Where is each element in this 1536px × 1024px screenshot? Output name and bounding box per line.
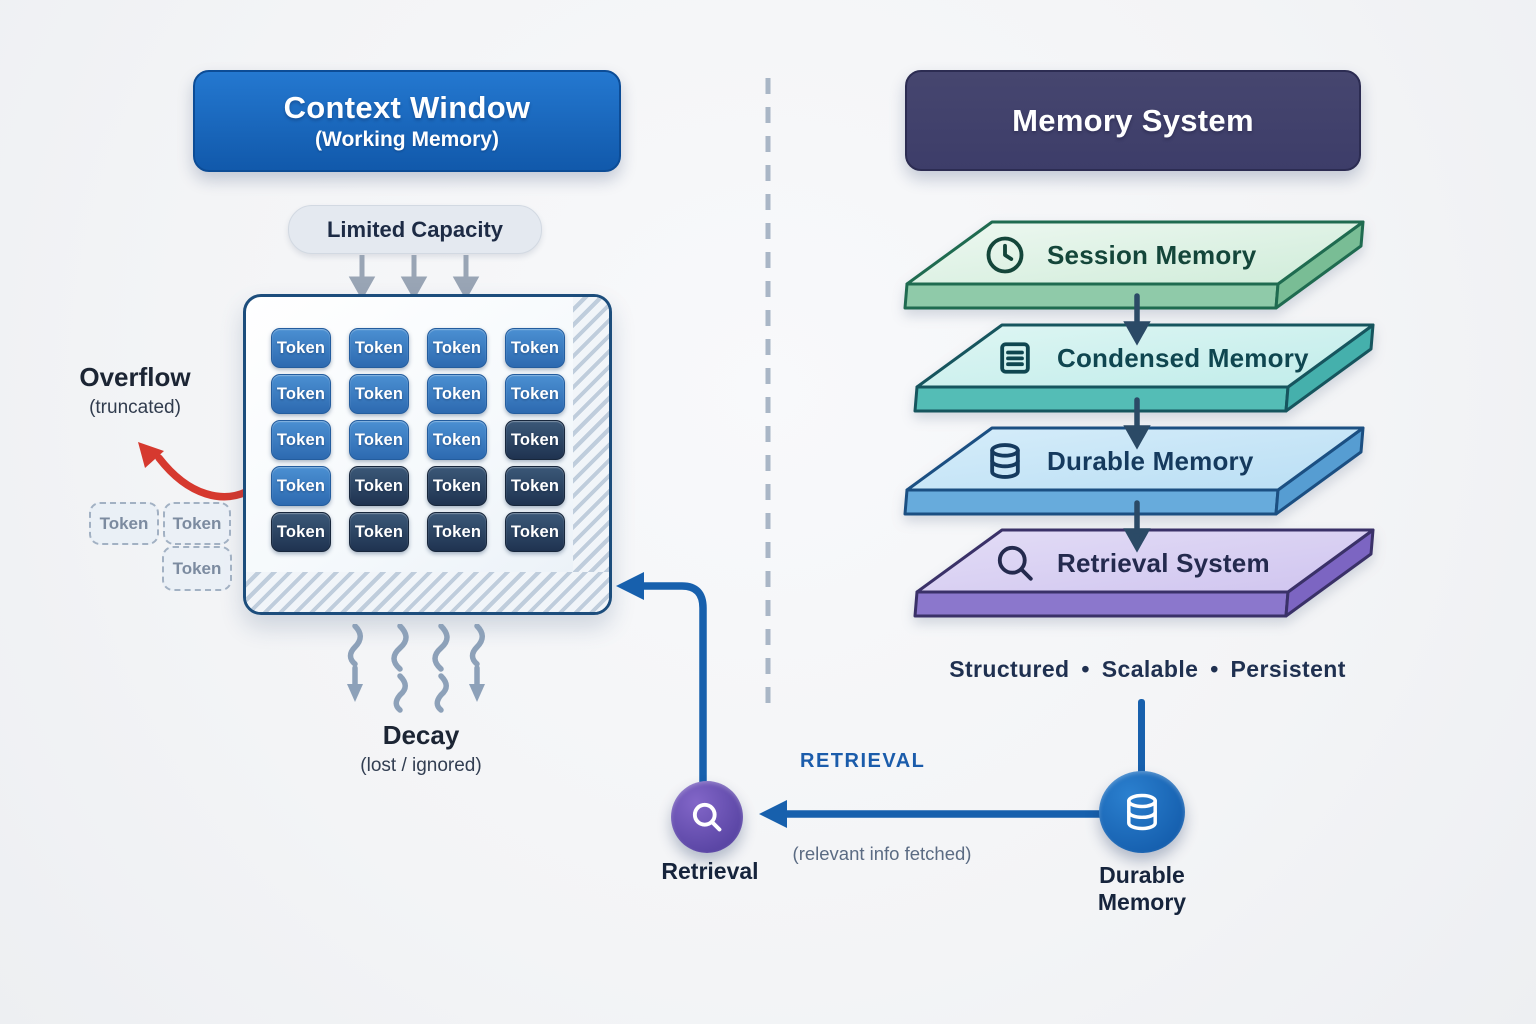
memory-system-header: Memory System xyxy=(905,70,1361,171)
fetched-note: (relevant info fetched) xyxy=(792,843,972,864)
overflow-arrow-icon xyxy=(138,442,250,501)
token-chip: Token xyxy=(505,420,565,460)
document-icon xyxy=(1000,342,1030,374)
clock-icon xyxy=(986,236,1024,274)
context-window-title: Context Window xyxy=(283,90,531,125)
layer-slab xyxy=(903,220,1365,310)
database-icon xyxy=(1127,793,1157,831)
search-icon xyxy=(692,802,722,832)
token-chip: Token xyxy=(349,374,409,414)
overflow-token: Token xyxy=(89,502,159,545)
token-chip: Token xyxy=(349,466,409,506)
layer-label: Session Memory xyxy=(1047,239,1257,270)
memory-system-title: Memory System xyxy=(1012,102,1254,138)
layer-label: Condensed Memory xyxy=(1057,342,1309,373)
layer-flow-arrows-icon xyxy=(1123,293,1151,553)
token-chip: Token xyxy=(427,420,487,460)
token-chip: Token xyxy=(271,374,331,414)
retrieval-node-label: Retrieval xyxy=(661,858,759,884)
token-chip: Token xyxy=(349,512,409,552)
decay-title: Decay xyxy=(382,720,460,750)
overflow-label: Overflow (truncated) xyxy=(55,362,215,419)
overflow-token: Token xyxy=(163,502,231,545)
durable-memory-node-label: Durable Memory xyxy=(1097,862,1187,916)
decay-label: Decay (lost / ignored) xyxy=(330,720,512,777)
token-chip: Token xyxy=(271,466,331,506)
token-chip: Token xyxy=(505,374,565,414)
token-chip: Token xyxy=(427,374,487,414)
layer-label: Durable Memory xyxy=(1047,445,1254,476)
token-chip: Token xyxy=(505,328,565,368)
hatch-right-band xyxy=(573,297,609,612)
capacity-arrows-icon xyxy=(348,255,480,296)
memory-tagline: Structured • Scalable • Persistent xyxy=(949,656,1346,682)
token-chip: Token xyxy=(505,512,565,552)
limited-capacity-badge: Limited Capacity xyxy=(288,205,542,254)
overflow-token: Token xyxy=(162,546,232,591)
retrieval-node xyxy=(671,781,743,853)
token-chip: Token xyxy=(349,328,409,368)
context-window-subtitle: (Working Memory) xyxy=(315,128,499,151)
divider-dashed-line xyxy=(765,78,771,706)
token-chip: Token xyxy=(427,466,487,506)
token-chip: Token xyxy=(505,466,565,506)
database-icon xyxy=(990,443,1020,479)
decay-arrows-icon xyxy=(347,624,485,713)
layer-slab xyxy=(903,426,1365,516)
durable-memory-node xyxy=(1099,771,1185,853)
token-chip: Token xyxy=(427,328,487,368)
token-chip: Token xyxy=(427,512,487,552)
context-window-header: Context Window (Working Memory) xyxy=(193,70,621,172)
retrieval-to-context-arrow xyxy=(616,572,707,794)
hatch-bottom-band xyxy=(246,572,609,612)
durable-connector-line xyxy=(1138,699,1145,777)
retrieval-flow-arrow xyxy=(759,800,1107,828)
memory-layer-retrieval-system: Retrieval System xyxy=(905,526,1390,626)
search-icon xyxy=(997,545,1033,581)
overflow-title: Overflow xyxy=(79,362,191,392)
memory-layer-durable-memory: Durable Memory xyxy=(895,424,1380,524)
layer-slab xyxy=(913,323,1375,413)
token-chip: Token xyxy=(271,328,331,368)
overflow-subtitle: (truncated) xyxy=(89,397,181,418)
token-chip: Token xyxy=(349,420,409,460)
memory-layer-condensed-memory: Condensed Memory xyxy=(905,321,1390,421)
layer-label: Retrieval System xyxy=(1057,547,1270,578)
memory-layer-session-memory: Session Memory xyxy=(895,218,1380,318)
decay-subtitle: (lost / ignored) xyxy=(360,755,482,776)
token-chip: Token xyxy=(271,512,331,552)
retrieval-flow-label: RETRIEVAL xyxy=(800,750,926,772)
token-chip: Token xyxy=(271,420,331,460)
